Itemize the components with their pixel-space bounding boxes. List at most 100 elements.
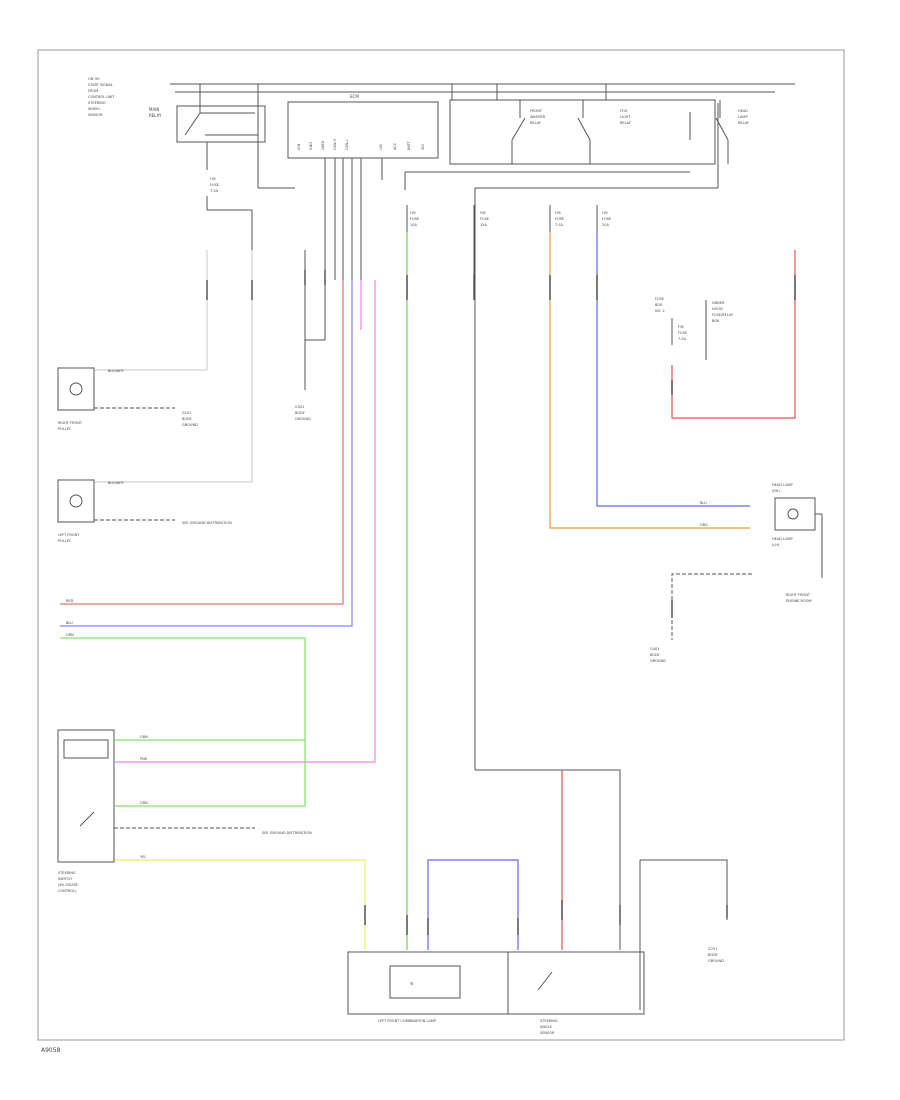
bottom-unit-right-label-2: ANGLE: [540, 1025, 552, 1029]
gnd-note-1-a: G101: [182, 411, 191, 415]
switch-label-1: STEERING: [58, 871, 76, 875]
lf-pulley-label-2: PULLEY: [58, 539, 72, 543]
gnd-note-1-b: BODY: [182, 417, 193, 421]
main-relay: MAIN RELAY: [149, 84, 295, 189]
bottom-unit-left-glyph: ⚙: [410, 981, 414, 986]
note-line-5: STEERING: [88, 101, 106, 105]
red-wire-right: [671, 250, 796, 419]
top-left-note: ON OR START SIGNAL FROM CONTROL UNIT STE…: [88, 77, 115, 117]
relay-group: [449, 84, 729, 165]
fuse-labels: F/B FUSE 7.5A F/B FUSE 10A F/B FUSE 15A …: [210, 177, 611, 227]
lamp-note-2: ENGINE ROOM: [786, 599, 811, 603]
fuse1-label-1: F/B: [210, 177, 216, 181]
note-line-6: WHEEL: [88, 107, 101, 111]
fuse1-label-2: FUSE: [210, 183, 219, 187]
fuse4-label-2: FUSE: [555, 217, 564, 221]
black-wire-center: [473, 232, 728, 1010]
bottom-unit-right-label-3: SENSOR: [540, 1031, 555, 1035]
tag-red: RED: [66, 599, 74, 603]
switch-label-4: CONTROL): [58, 889, 77, 893]
right-fuse-note-3: FUSE/RELAY: [712, 313, 734, 317]
blue-wire-left: [60, 280, 353, 627]
note-line-7: SENSOR: [88, 113, 103, 117]
right-fuse-label-3: NO. 2: [655, 309, 665, 313]
right-fuse-box: FUSE BOX NO. 2 UNDER HOOD FUSE/RELAY BOX…: [655, 297, 734, 360]
right-fuse-label-2: BOX: [655, 303, 663, 307]
gnd-note-2: SEE GROUND DISTRIBUTION: [182, 521, 232, 525]
relay3-label-2: LAMP: [738, 115, 748, 119]
gnd-note-4-a: G401: [650, 647, 659, 651]
red-wire-left: [60, 280, 344, 605]
orange-wire: [549, 232, 750, 529]
fuse6-label-2: FUSE: [678, 331, 687, 335]
ecm-ground: G301 BODY GROUND: [295, 405, 311, 421]
fuse5-label-3: 20A: [602, 223, 609, 227]
bottom-right-ground: G701 BODY GROUND: [708, 880, 728, 963]
tag-grn-2: GRN: [140, 735, 148, 739]
wire-tags-right: BLU ORG: [700, 501, 708, 527]
lf-pulley-wire: BLK/WHT: [108, 481, 125, 485]
tag-yel: YEL: [140, 855, 146, 859]
fuse5-label-2: FUSE: [602, 217, 611, 221]
fuse2-label-1: F/B: [410, 211, 416, 215]
wire-tags-left: RED BLU GRN GRN PNK GRN YEL: [66, 599, 148, 859]
rf-pulley-wire: BLK/WHT: [108, 369, 125, 373]
ecm-block: ECM IGN GND DATA CAN-H CAN-L LIN ACC BAT…: [287, 94, 439, 159]
ecm-pin-6: LIN: [379, 144, 383, 150]
lf-pulley-label-1: LEFT FRONT: [58, 533, 80, 537]
bottom-connector-marks: [364, 900, 621, 935]
pin-note-2: SEE GROUND DISTRIBUTION: [262, 831, 312, 835]
green-wire-left: [60, 637, 306, 807]
note-line-3: FROM: [88, 89, 98, 93]
connector-marks-right: [549, 275, 796, 395]
gnd-note-3-b: BODY: [295, 411, 306, 415]
note-line-2: START SIGNAL: [88, 83, 113, 87]
tag-pnk: PNK: [140, 757, 148, 761]
ecm-pin-5: CAN-L: [345, 139, 349, 150]
lamp-note-1: RIGHT FRONT: [786, 593, 811, 597]
page-id: A9058: [41, 1047, 61, 1054]
relay1-label-3: RELAY: [530, 121, 542, 125]
bottom-unit-right-label-1: STEERING: [540, 1019, 558, 1023]
gnd-note-1-c: GROUND: [182, 423, 198, 427]
bottom-unit-left: ⚙ LEFT FRONT COMBINATION LAMP: [347, 951, 509, 1023]
right-fuse-note-4: BOX: [712, 319, 720, 323]
switch-label-2: SWITCH: [58, 877, 72, 881]
gnd-note-7-a: G701: [708, 947, 717, 951]
relay2-label-2: LIGHT: [620, 115, 631, 119]
main-relay-label-1: MAIN: [149, 107, 159, 112]
fuse2-label-2: FUSE: [410, 217, 419, 221]
fuse1-label-3: 7.5A: [210, 189, 219, 193]
tag-blu: BLU: [66, 621, 73, 625]
ecm-pin-8: BATT: [407, 140, 411, 150]
ecm-pin-4: CAN-H: [333, 138, 337, 150]
gnd-note-4-b: BODY: [650, 653, 661, 657]
blue-wire-right: [596, 232, 750, 507]
fuse6-label-1: F/B: [678, 325, 684, 329]
right-fuse-label-1: FUSE: [655, 297, 664, 301]
white-wires: [95, 250, 253, 483]
fuse-stubs: [206, 142, 598, 250]
gnd-note-3-c: GROUND: [295, 417, 311, 421]
ecm-pin-2: GND: [309, 142, 313, 150]
right-fuse-note-2: HOOD: [712, 307, 723, 311]
relay3-label-3: RELAY: [738, 121, 750, 125]
fuse3-label-1: F/B: [480, 211, 486, 215]
lamp-bot-label-2: (LH): [772, 543, 780, 547]
switch-label-3: (W/ CRUISE: [58, 883, 78, 887]
fuse4-label-3: 7.5A: [555, 223, 564, 227]
tag-blu-r: BLU: [700, 501, 707, 505]
rf-pulley-label-1: RIGHT FRONT: [58, 421, 83, 425]
connector-marks-center: [304, 270, 475, 300]
bottom-unit-right: STEERING ANGLE SENSOR: [507, 951, 645, 1035]
top-bus: [170, 83, 795, 770]
lamp-bot-label-1: HEAD LAMP: [772, 537, 793, 541]
main-relay-label-2: RELAY: [149, 113, 162, 118]
right-front-pulley: RIGHT FRONT PULLEY BLK/WHT G101 BODY GRO…: [57, 367, 198, 431]
relay2-label-1: FOG: [620, 109, 628, 113]
ecm-title: ECM: [350, 94, 359, 99]
gnd-note-3-a: G301: [295, 405, 304, 409]
ecm-pin-1: IGN: [297, 143, 301, 150]
gnd-note-4-c: GROUND: [650, 659, 666, 663]
fuse3-label-3: 15A: [480, 223, 487, 227]
